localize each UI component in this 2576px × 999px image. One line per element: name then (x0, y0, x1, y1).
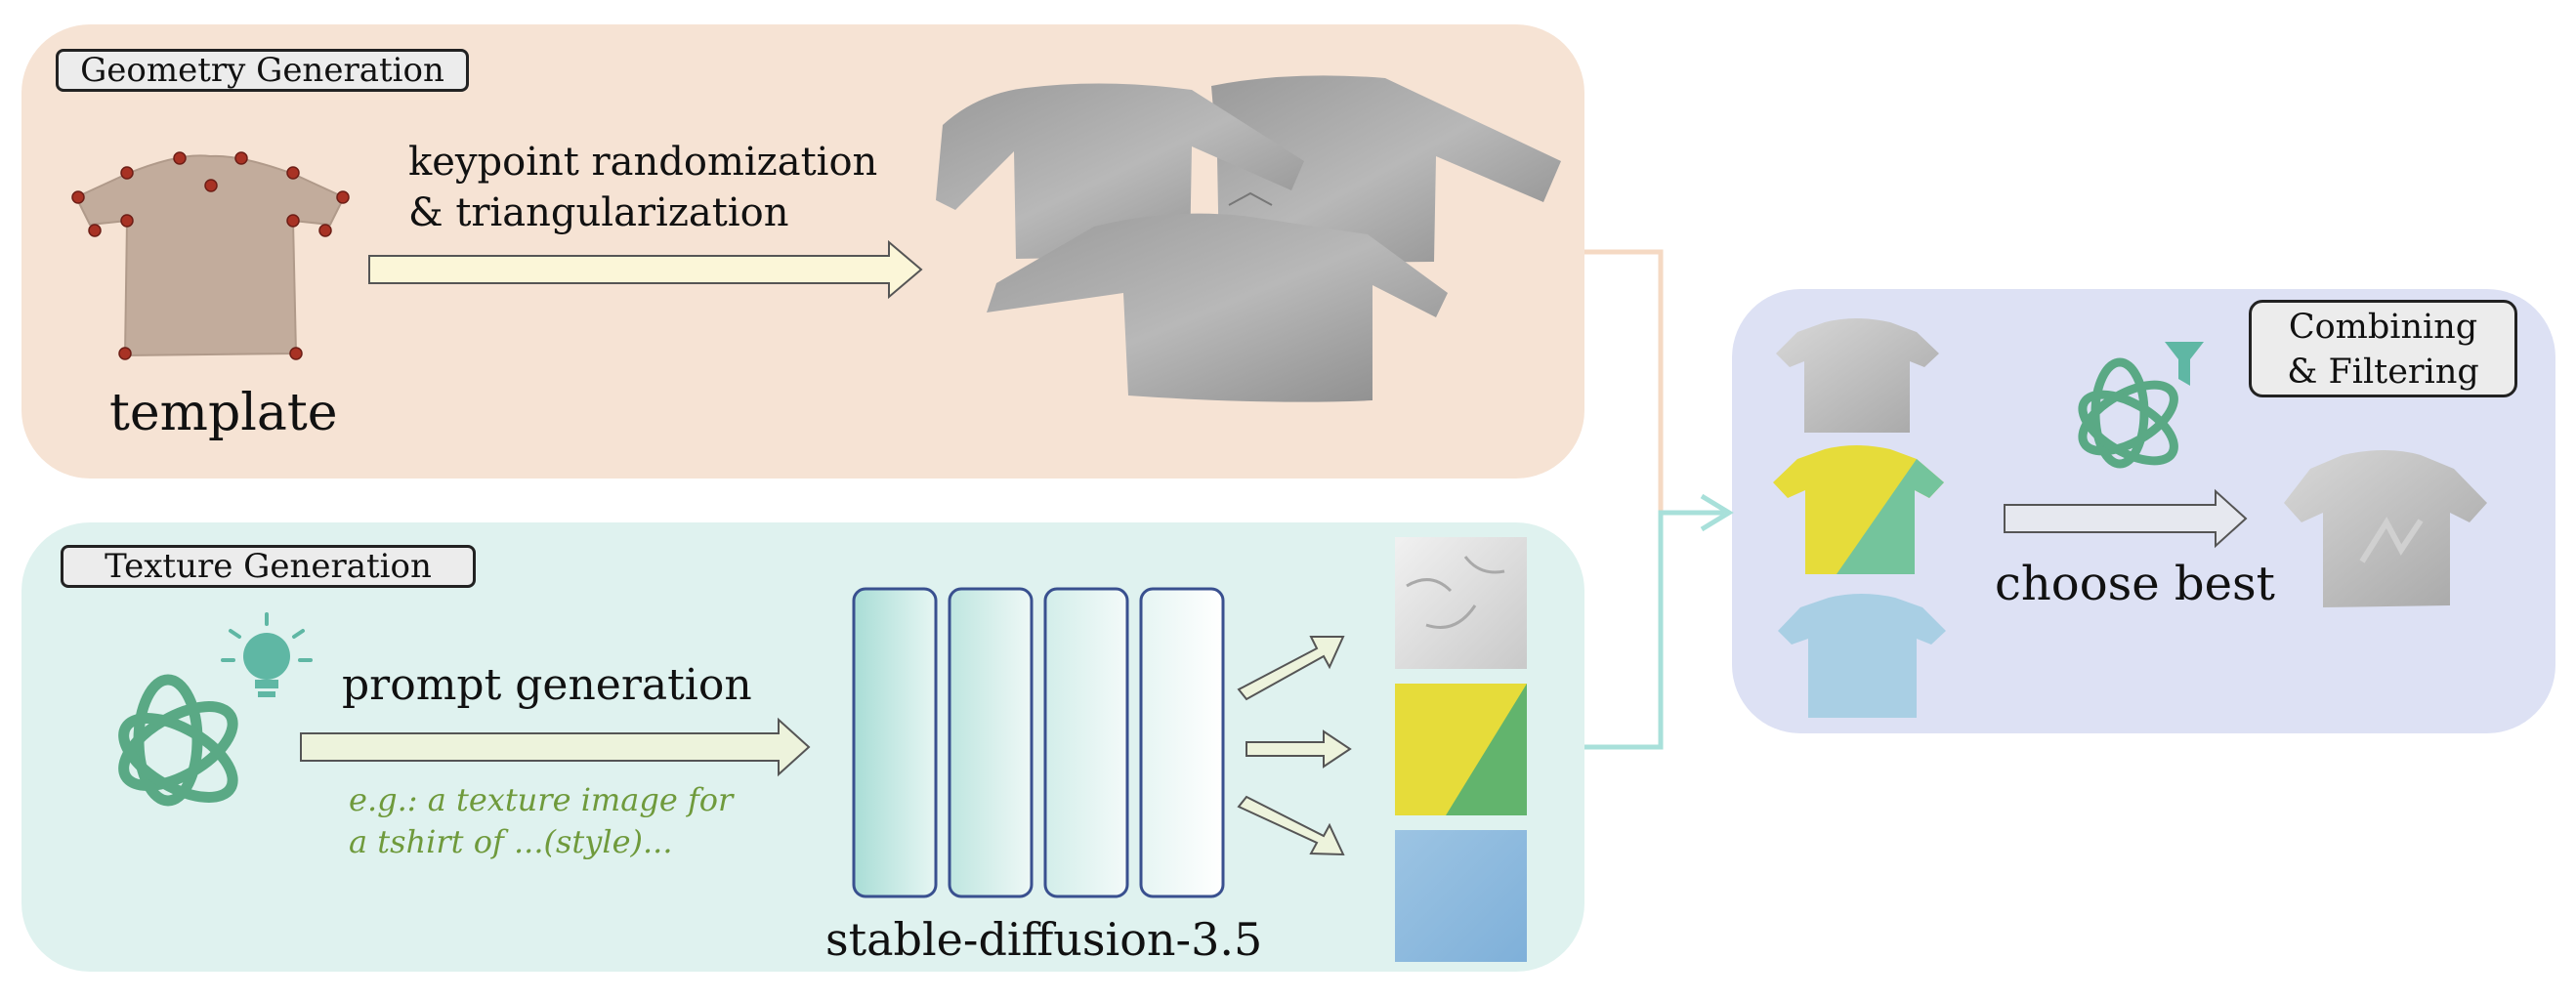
randomization-label-line-2: & triangularization (408, 190, 789, 235)
connector-arrowhead (1700, 493, 1734, 532)
textured-shirts-column (1773, 318, 1946, 718)
output-arrows (1237, 636, 1352, 856)
openai-logo-icon-combining (2078, 357, 2178, 469)
connector-texture (1584, 510, 1724, 750)
keypoints (71, 151, 350, 360)
connector-geometry (1584, 249, 1664, 513)
texture-generation-tag: Texture Generation (61, 545, 476, 588)
combining-filtering-tag: Combining & Filtering (2249, 300, 2517, 397)
generated-geometry-shirts (936, 75, 1561, 402)
prompt-arrow (300, 717, 811, 777)
randomization-label-line-1: keypoint randomization (408, 140, 878, 185)
prompt-generation-label: prompt generation (342, 660, 752, 710)
filter-funnel-icon (2165, 342, 2204, 386)
openai-logo-icon (118, 674, 238, 807)
texture-swatch-blue (1395, 830, 1527, 962)
choose-arrow (2004, 488, 2248, 549)
texture-swatch-white (1395, 537, 1527, 669)
combining-tag-line-1: Combining (2288, 308, 2478, 347)
template-label: template (109, 384, 338, 442)
diffusion-model-label: stable-diffusion-3.5 (825, 913, 1263, 966)
randomization-arrow (368, 239, 923, 300)
texture-swatches (1395, 537, 1527, 962)
prompt-example-line-1: e.g.: a texture image for (349, 781, 734, 818)
geometry-generation-tag: Geometry Generation (56, 49, 469, 92)
template-tshirt (71, 151, 350, 360)
diffusion-model-blocks (852, 587, 1225, 898)
connector-lines (1584, 249, 1734, 750)
combining-tag-line-2: & Filtering (2287, 353, 2479, 392)
lightbulb-icon (221, 612, 313, 697)
choose-best-label: choose best (1995, 557, 2275, 611)
prompt-example-line-2: a tshirt of ...(style)... (349, 823, 673, 860)
